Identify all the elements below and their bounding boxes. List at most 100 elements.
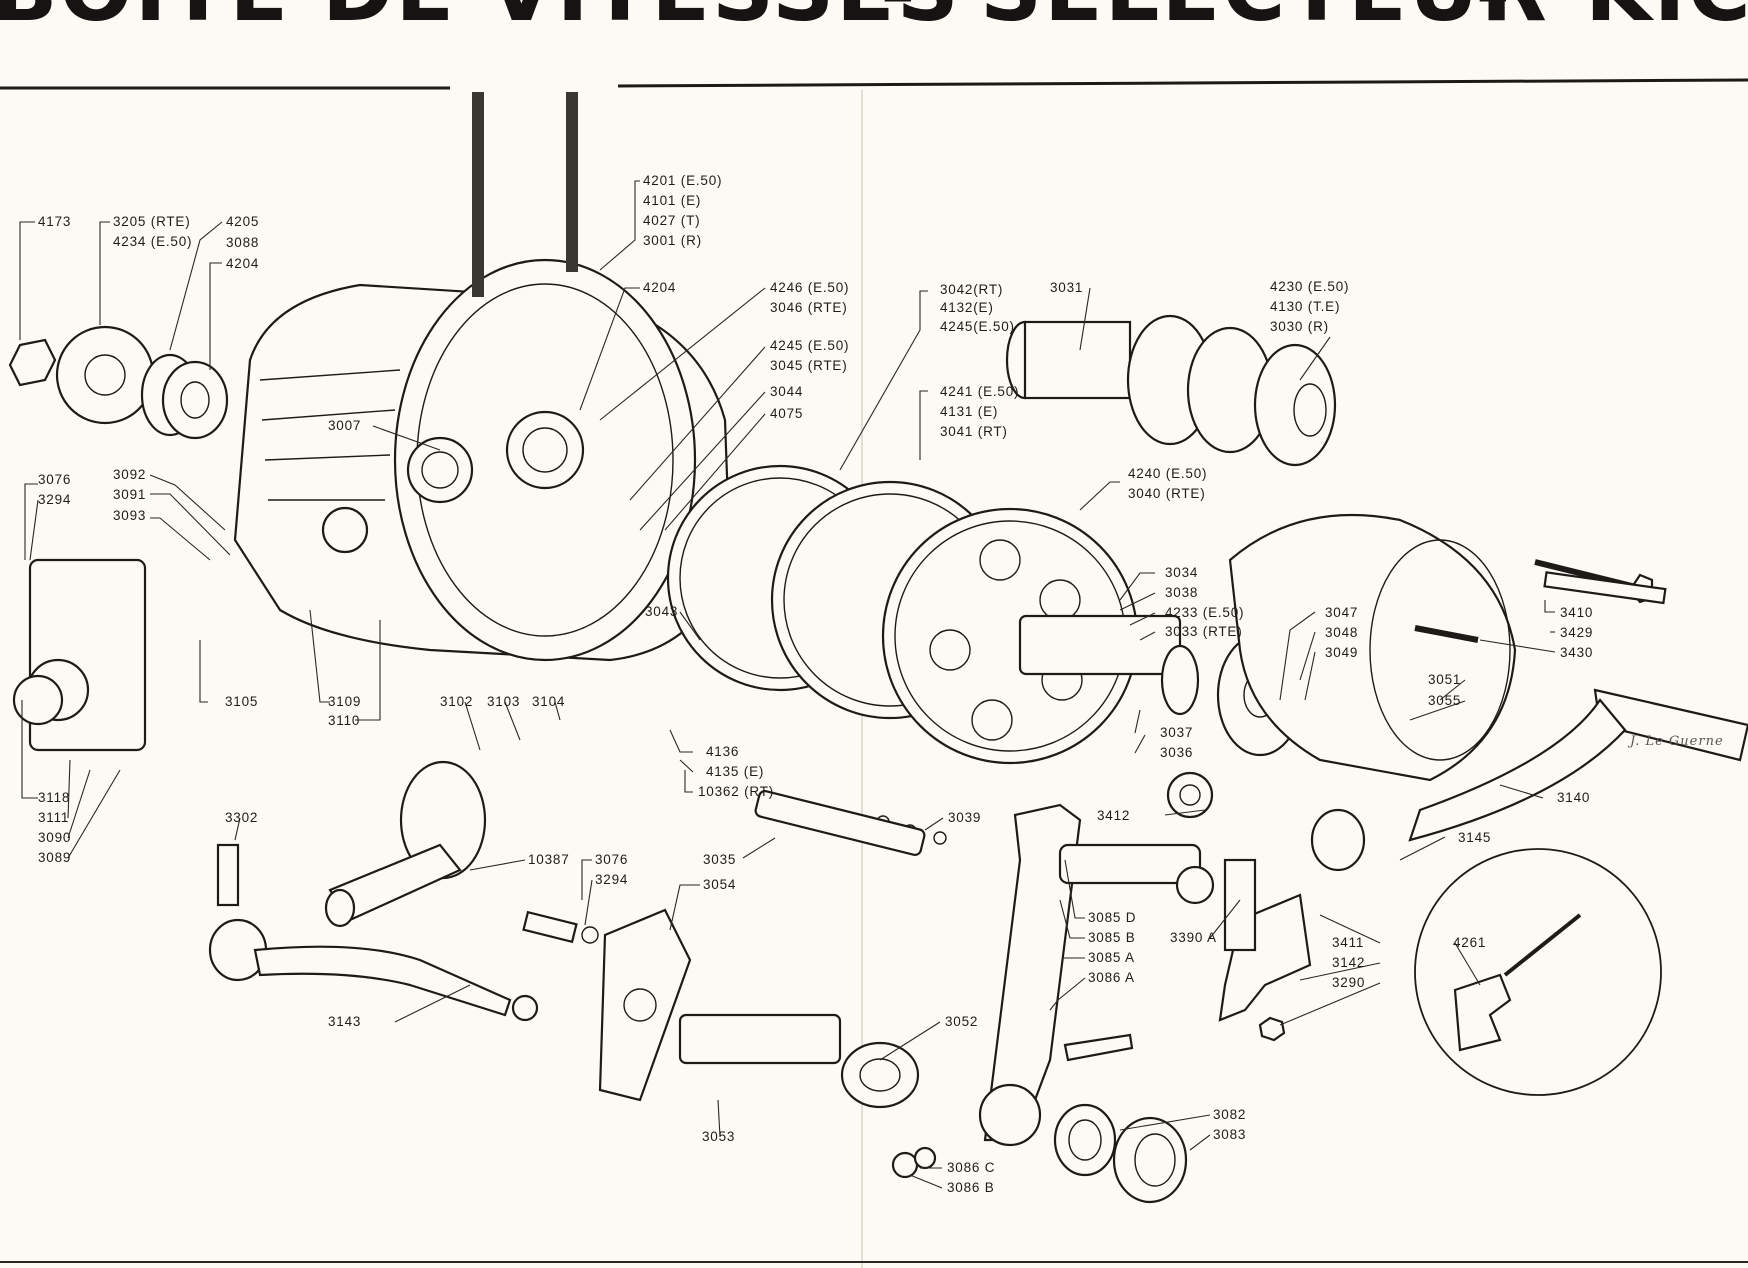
part-label-4101: 4101 (E) xyxy=(643,193,701,208)
part-label-4230: 4230 (E.50) xyxy=(1270,279,1349,294)
part-label-4240: 4240 (E.50) xyxy=(1128,466,1207,481)
kick-lever-3140 xyxy=(1310,688,1748,872)
part-label-3302: 3302 xyxy=(225,810,258,825)
part-label-3045: 3045 (RTE) xyxy=(770,358,848,373)
part-label-10387: 10387 xyxy=(528,852,570,867)
part-label-3118: 3118 xyxy=(38,790,70,805)
part-label-3037: 3037 xyxy=(1160,725,1193,740)
part-label-3412: 3412 xyxy=(1097,808,1130,823)
part-label-4204-b: 4204 xyxy=(643,280,676,295)
title-selector: SELECTEUR xyxy=(980,0,1549,41)
part-label-3102: 3102 xyxy=(440,694,473,709)
part-label-3044: 3044 xyxy=(770,384,803,399)
part-label-4027: 4027 (T) xyxy=(643,213,700,228)
selector-fork-3142 xyxy=(1218,858,1312,1022)
part-label-3051: 3051 xyxy=(1428,672,1461,687)
part-labels: 4173 3205 (RTE) 4234 (E.50) 4205 3088 42… xyxy=(38,173,1593,1195)
kick-quadrant-3054 xyxy=(598,908,920,1109)
part-label-3076: 3076 xyxy=(38,472,71,487)
part-label-3007: 3007 xyxy=(328,418,361,433)
part-label-3090: 3090 xyxy=(38,830,71,845)
part-label-4233: 4233 (E.50) xyxy=(1165,605,1244,620)
part-label-3040: 3040 (RTE) xyxy=(1128,486,1206,501)
layshaft-cluster-3030 xyxy=(1005,314,1337,467)
part-label-3086c: 3086 C xyxy=(947,1160,995,1175)
part-label-10362: 10362 (RT) xyxy=(698,784,774,799)
part-label-3086b: 3086 B xyxy=(947,1180,995,1195)
part-label-3092: 3092 xyxy=(113,467,146,482)
part-label-3039: 3039 xyxy=(948,810,981,825)
part-label-3046: 3046 (RTE) xyxy=(770,300,848,315)
part-label-3294-b: 3294 xyxy=(595,872,628,887)
drive-sprocket-4173 xyxy=(8,325,229,440)
part-label-3290: 3290 xyxy=(1332,975,1365,990)
part-label-3036: 3036 xyxy=(1160,745,1193,760)
part-label-3055: 3055 xyxy=(1428,693,1461,708)
part-label-3104: 3104 xyxy=(532,694,565,709)
gear-lever-3143 xyxy=(208,918,539,1022)
kick-spring-3082 xyxy=(1053,1103,1188,1204)
part-label-3076-b: 3076 xyxy=(595,852,628,867)
part-label-3052: 3052 xyxy=(945,1014,978,1029)
misc-small-parts xyxy=(12,558,1667,1179)
title-dash-2: - xyxy=(1475,0,1513,41)
part-label-4241: 4241 (E.50) xyxy=(940,384,1019,399)
title-kick: KICK xyxy=(1585,0,1748,41)
part-label-3038: 3038 xyxy=(1165,585,1198,600)
part-label-3035: 3035 xyxy=(703,852,736,867)
part-label-4130: 4130 (T.E) xyxy=(1270,299,1340,314)
part-label-3088: 3088 xyxy=(226,235,259,250)
part-label-3001: 3001 (R) xyxy=(643,233,702,248)
header-rule-right xyxy=(617,78,1748,88)
part-label-3205: 3205 (RTE) xyxy=(113,214,191,229)
part-label-3047: 3047 xyxy=(1325,605,1358,620)
part-label-4246: 4246 (E.50) xyxy=(770,280,849,295)
title-dash-1: - xyxy=(880,0,918,41)
part-label-4204: 4204 xyxy=(226,256,259,271)
part-label-3042: 3042(RT) xyxy=(940,282,1003,297)
part-label-4075: 4075 xyxy=(770,406,803,421)
part-label-4131: 4131 (E) xyxy=(940,404,998,419)
part-label-3110: 3110 xyxy=(328,713,360,728)
part-label-3031: 3031 xyxy=(1050,280,1083,295)
part-label-3140: 3140 xyxy=(1557,790,1590,805)
part-label-3390a: 3390 A xyxy=(1170,930,1217,945)
detail-inset-4261 xyxy=(1414,848,1662,1096)
part-label-3085b: 3085 B xyxy=(1088,930,1136,945)
part-label-3049: 3049 xyxy=(1325,645,1358,660)
part-label-3083: 3083 xyxy=(1213,1127,1246,1142)
part-label-3430: 3430 xyxy=(1560,645,1593,660)
part-label-3294: 3294 xyxy=(38,492,71,507)
part-label-4245: 4245 (E.50) xyxy=(770,338,849,353)
part-label-3041: 3041 (RT) xyxy=(940,424,1008,439)
part-label-4245-b: 4245(E.50) xyxy=(940,319,1015,334)
leader-lines xyxy=(19,180,1556,1189)
part-label-3053: 3053 xyxy=(702,1129,735,1144)
part-label-3089: 3089 xyxy=(38,850,71,865)
title-gearbox: BOITE DE VITESSES xyxy=(0,0,961,41)
selector-shaft-10387 xyxy=(324,760,487,928)
part-label-4261: 4261 xyxy=(1453,935,1486,950)
part-label-3030: 3030 (R) xyxy=(1270,319,1329,334)
part-label-4135: 4135 (E) xyxy=(706,764,764,779)
part-label-3033: 3033 (RTE) xyxy=(1165,624,1243,639)
part-label-3429: 3429 xyxy=(1560,625,1593,640)
gear-cluster xyxy=(666,464,1139,765)
part-label-3105: 3105 xyxy=(225,694,258,709)
part-label-3142: 3142 xyxy=(1332,955,1365,970)
title-banner: BOITE DE VITESSES - SELECTEUR - KICK xyxy=(0,0,1748,41)
part-label-4234: 4234 (E.50) xyxy=(113,234,192,249)
part-label-4205: 4205 xyxy=(226,214,259,229)
part-label-3410: 3410 xyxy=(1560,605,1593,620)
part-label-4132: 4132(E) xyxy=(940,300,994,315)
part-label-3086a: 3086 A xyxy=(1088,970,1135,985)
part-label-3048: 3048 xyxy=(1325,625,1358,640)
artist-signature: J. Le Guerne xyxy=(1627,734,1724,749)
part-label-4173: 4173 xyxy=(38,214,71,229)
part-label-3091: 3091 xyxy=(113,487,146,502)
part-label-3145: 3145 xyxy=(1458,830,1491,845)
part-label-4136: 4136 xyxy=(706,744,739,759)
part-label-3054: 3054 xyxy=(703,877,736,892)
part-label-3111: 3111 xyxy=(38,810,69,825)
